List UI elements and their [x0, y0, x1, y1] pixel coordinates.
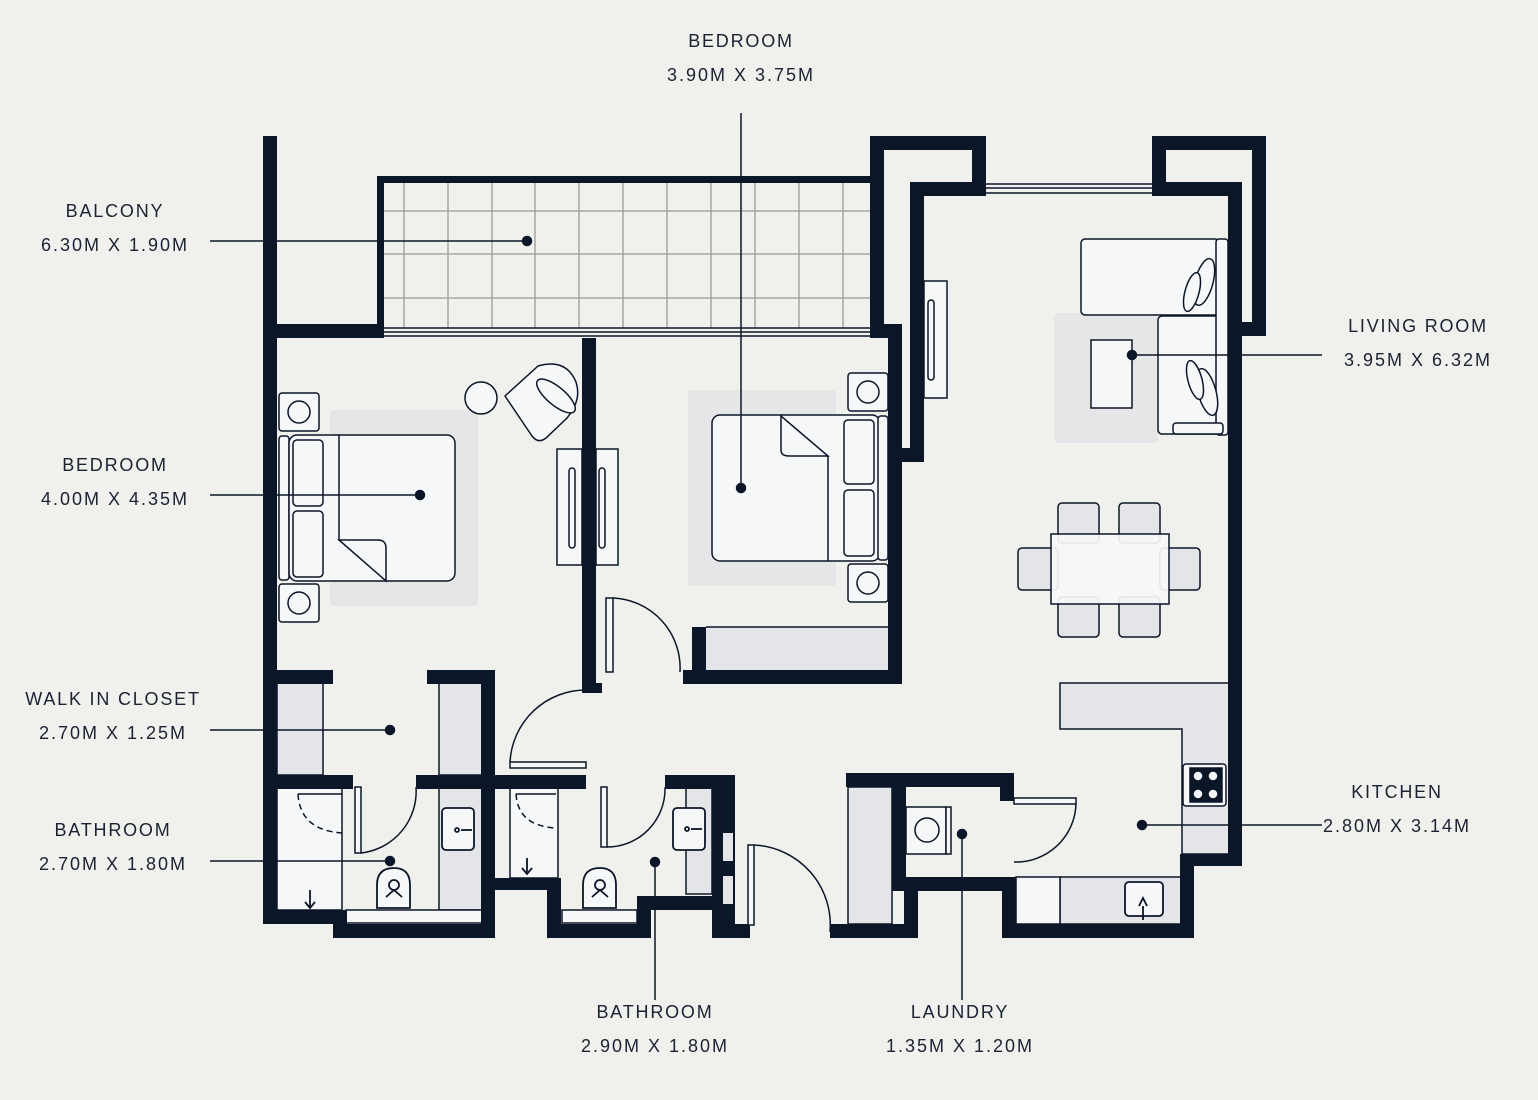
- room-dimensions: 1.35M X 1.20M: [885, 1036, 1035, 1056]
- nightstand-icon: [847, 372, 889, 603]
- wardrobe-icon: [556, 280, 948, 566]
- balcony-sliding-door: [383, 327, 871, 337]
- walls: [263, 136, 1266, 938]
- toilet-icon: [376, 867, 617, 909]
- armchair-icon: [504, 363, 579, 442]
- room-name: KITCHEN: [1351, 782, 1443, 802]
- shower-icon: [304, 858, 533, 910]
- balcony-tiles: [383, 182, 871, 328]
- washing-machine-icon: [905, 806, 952, 855]
- room-name: BALCONY: [65, 201, 165, 221]
- stove-icon: [1182, 763, 1227, 807]
- room-label-laundry: LAUNDRY 1.35M X 1.20M: [860, 995, 1060, 1063]
- room-name: WALK IN CLOSET: [25, 689, 201, 709]
- room-name: LIVING ROOM: [1348, 316, 1488, 336]
- door-swing-icon: [297, 597, 1077, 933]
- room-label-kitchen: KITCHEN 2.80M X 3.14M: [1297, 775, 1497, 843]
- living-room-window: [986, 183, 1152, 194]
- room-label-bathroom-bottom: BATHROOM 2.90M X 1.80M: [555, 995, 755, 1063]
- room-name: BATHROOM: [596, 1002, 714, 1022]
- room-name: BEDROOM: [688, 31, 794, 51]
- room-name: BEDROOM: [62, 455, 168, 475]
- room-label-bathroom-left: BATHROOM 2.70M X 1.80M: [13, 813, 213, 881]
- leader-lines: [210, 113, 1322, 1000]
- dining-table-icon: [1017, 502, 1201, 638]
- room-dimensions: 3.95M X 6.32M: [1343, 350, 1493, 370]
- room-label-living-room: LIVING ROOM 3.95M X 6.32M: [1318, 309, 1518, 377]
- room-dimensions: 6.30M X 1.90M: [40, 235, 190, 255]
- coffee-table-icon: [1090, 339, 1133, 409]
- room-label-walk-in-closet: WALK IN CLOSET 2.70M X 1.25M: [13, 682, 213, 750]
- nightstand-icon: [278, 392, 320, 623]
- room-dimensions: 3.90M X 3.75M: [666, 65, 816, 85]
- room-label-bedroom-top: BEDROOM 3.90M X 3.75M: [641, 24, 841, 92]
- bed-icon: [278, 434, 456, 583]
- side-table-icon: [464, 381, 498, 415]
- sofa-icon: [1080, 238, 1229, 436]
- bed-icon: [711, 414, 889, 562]
- room-dimensions: 2.90M X 1.80M: [580, 1036, 730, 1056]
- room-dimensions: 4.00M X 4.35M: [40, 489, 190, 509]
- room-label-bedroom-left: BEDROOM 4.00M X 4.35M: [15, 448, 215, 516]
- room-name: BATHROOM: [54, 820, 172, 840]
- room-dimensions: 2.70M X 1.80M: [38, 854, 188, 874]
- sink-icon: [441, 807, 1164, 920]
- room-dimensions: 2.70M X 1.25M: [38, 723, 188, 743]
- room-label-balcony: BALCONY 6.30M X 1.90M: [15, 194, 215, 262]
- room-dimensions: 2.80M X 3.14M: [1322, 816, 1472, 836]
- room-name: LAUNDRY: [910, 1002, 1010, 1022]
